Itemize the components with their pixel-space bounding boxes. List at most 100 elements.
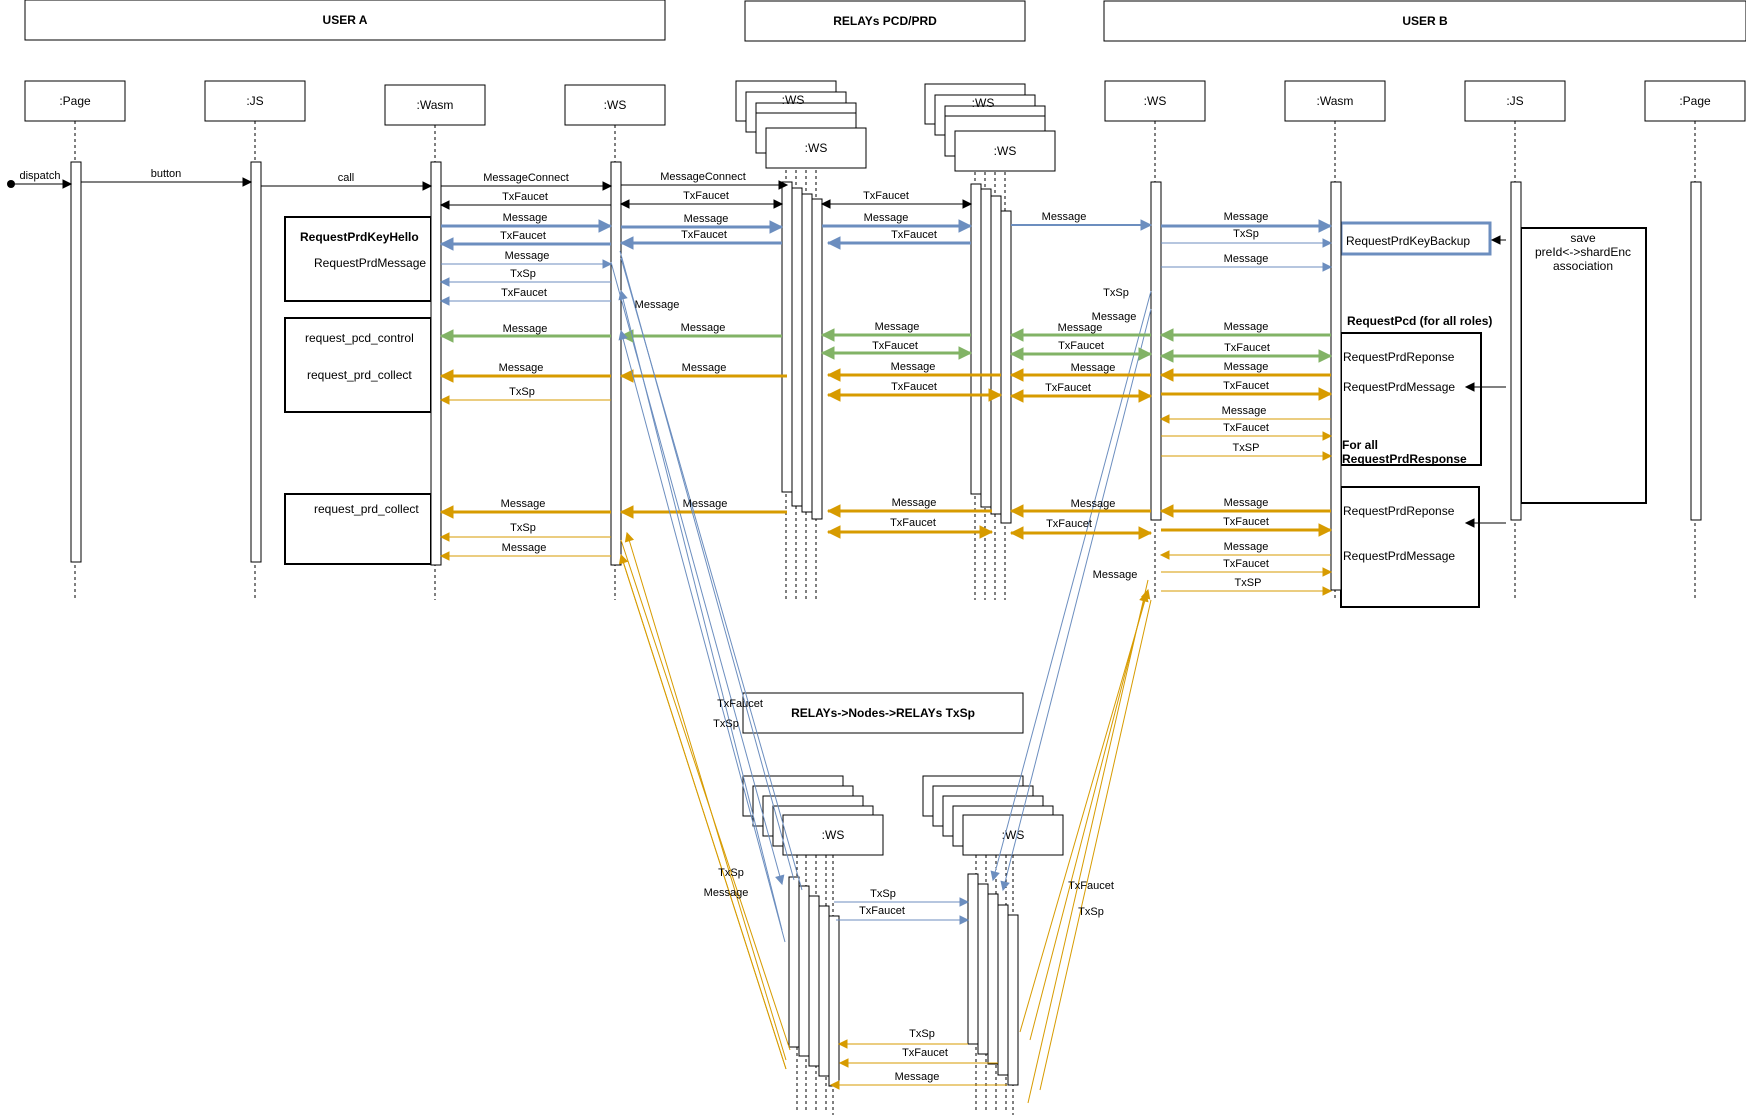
arrowhead xyxy=(1009,347,1024,361)
note-save-1: save xyxy=(1570,231,1596,245)
participant-label-b-ws: :WS xyxy=(1144,94,1167,108)
note-request-pcd-control: request_pcd_control xyxy=(305,331,414,345)
arrowhead xyxy=(829,1080,840,1090)
message-label: TxFaucet xyxy=(891,381,937,393)
cross-flow-line xyxy=(620,554,787,1070)
arrowhead xyxy=(1322,238,1333,248)
message-label: TxFaucet xyxy=(717,698,763,710)
message-arrow xyxy=(1002,308,1152,891)
arrowhead xyxy=(1159,349,1174,363)
activation-bar xyxy=(791,187,803,507)
message-label: TxFaucet xyxy=(902,1047,948,1059)
note-request-prd-reponse-1: RequestPrdReponse xyxy=(1343,350,1455,364)
arrowhead xyxy=(439,329,454,343)
message-label: TxFaucet xyxy=(1045,382,1091,394)
message-label: TxFaucet xyxy=(502,191,548,203)
message-label: Message xyxy=(704,887,749,899)
arrowhead xyxy=(1322,262,1333,272)
arrowhead xyxy=(1000,880,1010,892)
message-label: TxFaucet xyxy=(859,905,905,917)
arrowhead xyxy=(826,236,841,250)
arrowhead xyxy=(837,1039,848,1049)
activation-bar xyxy=(987,893,999,1065)
arrowhead xyxy=(602,181,613,191)
note-request-prd-message-a: RequestPrdMessage xyxy=(314,256,426,270)
arrowhead xyxy=(619,369,634,383)
nodes-title-box xyxy=(742,692,1024,734)
arrowhead xyxy=(820,346,835,360)
activation-bar xyxy=(990,195,1002,515)
message-label: Message xyxy=(682,362,727,374)
message-arrow xyxy=(620,290,783,931)
stacked-box-label: :WS xyxy=(972,96,995,110)
message-label: TxFaucet xyxy=(1223,558,1269,570)
message-label: TxSp xyxy=(1233,228,1259,240)
note-request-prd-collect-2: request_prd_collect xyxy=(314,502,419,516)
participant-box-a-page xyxy=(24,80,126,122)
arrowhead xyxy=(439,395,450,405)
arrowhead xyxy=(439,296,450,306)
participant-box-b-page xyxy=(1644,80,1746,122)
message-label: Message xyxy=(1071,362,1116,374)
message-label: dispatch xyxy=(20,170,61,182)
header-title-relays: RELAYs PCD/PRD xyxy=(833,14,937,28)
activation-bar xyxy=(250,161,262,563)
arrowhead xyxy=(1159,368,1174,382)
message-label: Message xyxy=(1093,569,1138,581)
message-label: TxSp xyxy=(718,867,744,879)
arrowhead xyxy=(1138,526,1153,540)
message-label: Message xyxy=(1224,321,1269,333)
participant-label-a-ws: :WS xyxy=(604,98,627,112)
arrowhead xyxy=(1464,518,1475,528)
arrowhead xyxy=(422,181,433,191)
arrowhead xyxy=(439,369,454,383)
arrowhead xyxy=(439,277,450,287)
message-label: Message xyxy=(895,1071,940,1083)
arrowhead xyxy=(1009,328,1024,342)
message-label: MessageConnect xyxy=(483,172,569,184)
note-for-all-1: For all xyxy=(1342,438,1378,452)
start-dot xyxy=(7,180,15,188)
cross-flow-line xyxy=(620,539,791,1051)
message-label: Message xyxy=(681,322,726,334)
cross-flow-line xyxy=(620,257,803,891)
arrowhead xyxy=(1318,387,1333,401)
note-request-prd-reponse-2: RequestPrdReponse xyxy=(1343,504,1455,518)
activation-bar xyxy=(818,905,830,1077)
header-title-user-a: USER A xyxy=(323,13,368,27)
note-request-prd-key-hello: RequestPrdKeyHello xyxy=(300,230,419,244)
arrowhead xyxy=(1138,389,1153,403)
participant-box-n2-ws xyxy=(962,814,1064,856)
arrowhead xyxy=(439,551,450,561)
message-label: TxFaucet xyxy=(681,229,727,241)
message-arrow xyxy=(1019,589,1149,1033)
arrowhead xyxy=(826,525,841,539)
participant-box-r2-ws xyxy=(954,130,1056,172)
participant-label-a-js: :JS xyxy=(246,94,263,108)
activation-bar xyxy=(1510,181,1522,521)
message-label: TxSp xyxy=(713,718,739,730)
note-request-prd-message-b1: RequestPrdMessage xyxy=(1343,380,1455,394)
message-label: Message xyxy=(1224,541,1269,553)
activation-bar xyxy=(967,873,979,1045)
arrowhead xyxy=(439,200,450,210)
message-label: Message xyxy=(1222,405,1267,417)
message-label: TxSP xyxy=(1233,442,1260,454)
message-label: TxFaucet xyxy=(891,229,937,241)
arrowhead xyxy=(619,329,634,343)
arrowhead xyxy=(619,199,630,209)
note-nodes-title: RELAYs->Nodes->RELAYs TxSp xyxy=(791,706,975,720)
arrowhead xyxy=(1159,328,1174,342)
arrowhead xyxy=(1009,389,1024,403)
arrowhead xyxy=(1009,504,1024,518)
message-label: Message xyxy=(892,497,937,509)
message-label: Message xyxy=(501,498,546,510)
arrowhead xyxy=(439,532,450,542)
arrowhead xyxy=(979,525,994,539)
arrowhead xyxy=(1322,586,1333,596)
activation-bar xyxy=(610,161,622,566)
arrowhead xyxy=(769,220,784,234)
arrowhead xyxy=(1318,349,1333,363)
message-label: Message xyxy=(891,361,936,373)
message-label: Message xyxy=(1224,497,1269,509)
